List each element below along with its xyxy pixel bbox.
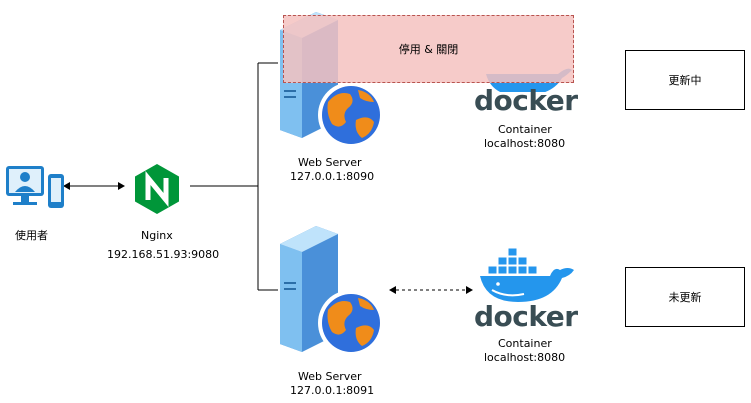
web-server-2 xyxy=(276,224,386,364)
nginx-branch-line xyxy=(190,62,278,291)
user-node xyxy=(4,164,66,214)
globe-icon xyxy=(318,290,384,356)
nginx-name: Nginx xyxy=(141,229,173,242)
container1-name: Container xyxy=(498,123,552,136)
status-box-not-updated: 未更新 xyxy=(625,267,745,327)
nginx-node xyxy=(130,162,184,216)
nginx-address: 192.168.51.93:9080 xyxy=(107,248,220,261)
user-label: 使用者 xyxy=(15,229,48,242)
container1-address: localhost:8080 xyxy=(484,137,566,150)
status-updating-label: 更新中 xyxy=(668,74,702,87)
server1-name: Web Server xyxy=(298,156,362,169)
docker-whale-icon xyxy=(480,247,574,302)
container2-name: Container xyxy=(498,337,552,350)
docker-container-2: docker xyxy=(472,244,578,333)
globe-icon xyxy=(318,82,384,148)
user-monitor-icon xyxy=(6,166,64,208)
server2-name: Web Server xyxy=(298,370,362,383)
overlay-label: 停用 & 關閉 xyxy=(398,43,459,56)
server2-address: 127.0.0.1:8091 xyxy=(290,384,375,397)
status-box-updating: 更新中 xyxy=(625,50,745,110)
nginx-icon xyxy=(135,164,179,214)
docker-wordmark: docker xyxy=(474,300,578,333)
docker-wordmark: docker xyxy=(474,84,578,117)
server1-address: 127.0.0.1:8090 xyxy=(290,170,375,183)
status-not-updated-label: 未更新 xyxy=(668,291,702,304)
container2-address: localhost:8080 xyxy=(484,351,566,364)
disabled-overlay: 停用 & 關閉 xyxy=(283,15,574,83)
